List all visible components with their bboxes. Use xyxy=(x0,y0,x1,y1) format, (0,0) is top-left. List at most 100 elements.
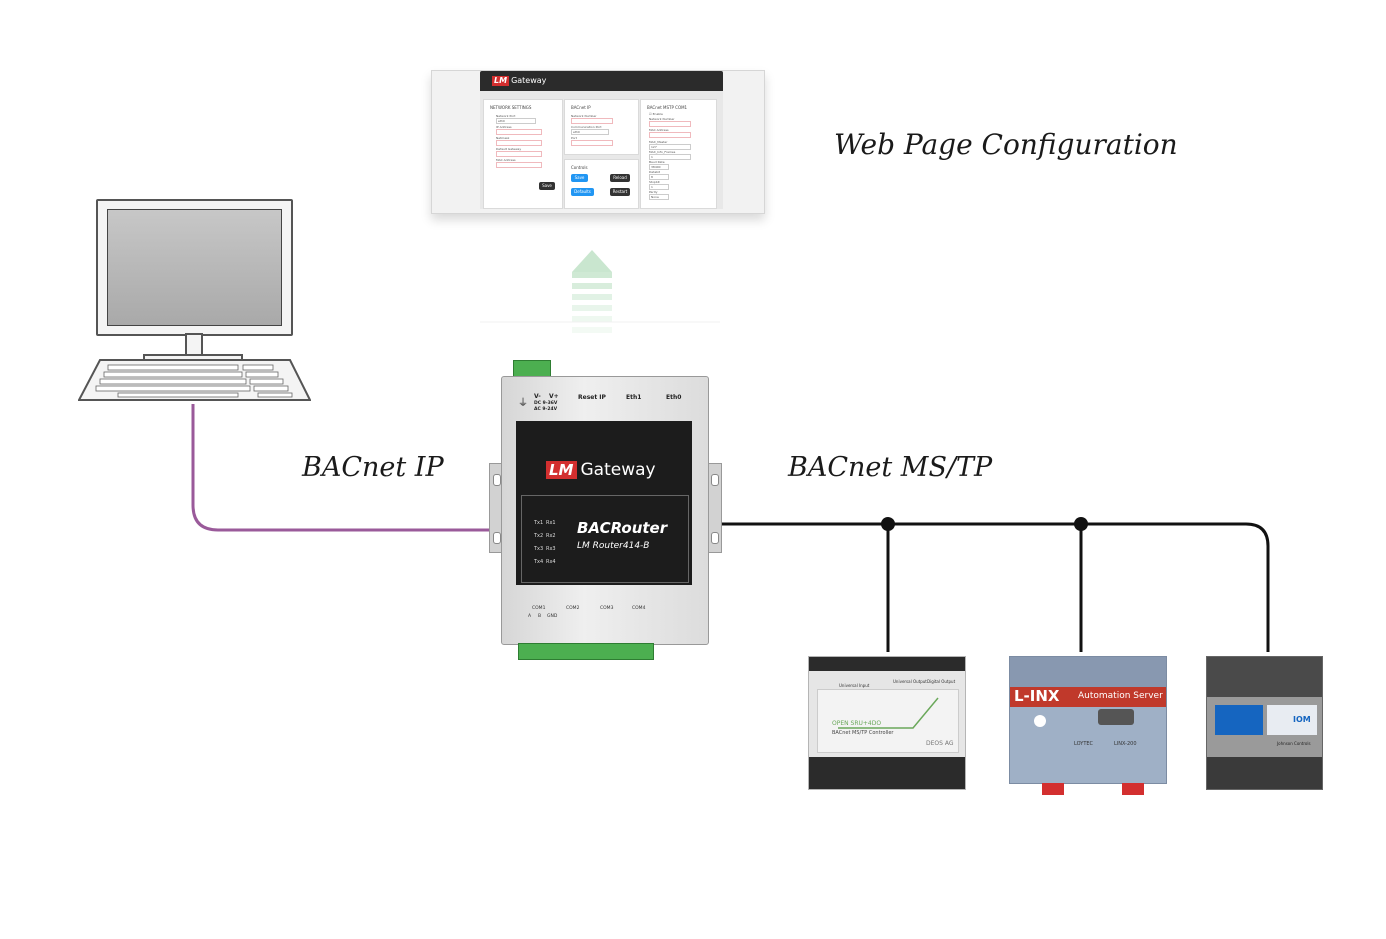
led-rx3: Rx3 xyxy=(546,546,556,552)
parity-select[interactable]: None xyxy=(649,194,669,200)
led-rx4: Rx4 xyxy=(546,559,556,565)
mac-address-field[interactable] xyxy=(496,162,542,168)
pin-b: B xyxy=(538,614,542,619)
communication-port-select[interactable]: eth0 xyxy=(571,129,609,135)
ip-address-label: IP Address xyxy=(496,125,512,129)
led-tx4: Tx4 xyxy=(534,559,544,565)
iom-top-terminals xyxy=(1207,657,1322,697)
router-label-frame: Tx1 Rx1 Tx2 Rx2 Tx3 Rx3 Tx4 Rx4 BACRoute… xyxy=(521,495,689,583)
network-settings-title: NETWORK SETTINGS xyxy=(490,105,532,110)
iom-bottom-terminals xyxy=(1207,757,1322,789)
linx-serial-port xyxy=(1098,709,1134,725)
controls-save-button[interactable]: Save xyxy=(571,174,588,182)
network-settings-panel: NETWORK SETTINGS Network Port eth0 IP Ad… xyxy=(483,99,563,209)
network-port-label: Network Port xyxy=(496,114,516,118)
network-port-select[interactable]: eth0 xyxy=(496,118,536,124)
linx-red-band xyxy=(1010,687,1166,707)
power-terminal xyxy=(513,360,551,377)
enable-text: Enable xyxy=(652,112,663,116)
router-model: LM Router414-B xyxy=(577,541,650,551)
baud-rate-value: 38400 xyxy=(651,165,661,169)
led-tx3: Tx3 xyxy=(534,546,544,552)
max-info-frames-value: 1 xyxy=(651,155,653,159)
com3-label: COM3 xyxy=(600,606,614,611)
baud-rate-select[interactable]: 38400 xyxy=(649,164,669,170)
netmask-field[interactable] xyxy=(496,140,542,146)
led-tx1: Tx1 xyxy=(534,520,544,526)
router-mount-right xyxy=(707,463,722,553)
bacnet-mstp-title: BACnet MSTP COM1 xyxy=(647,105,688,110)
stopbit-select[interactable]: 1 xyxy=(649,184,669,190)
deos-universal-output: Universal Output xyxy=(893,679,927,684)
com4-label: COM4 xyxy=(632,606,646,611)
netmask-label: Netmask xyxy=(496,136,510,140)
databit-value: 8 xyxy=(651,175,653,179)
max-master-field[interactable]: 127 xyxy=(649,144,691,150)
mstp-network-number-field[interactable] xyxy=(649,121,691,127)
network-save-button[interactable]: Save xyxy=(539,182,555,190)
controls-title: Controls xyxy=(571,165,588,170)
power-pos: V+ xyxy=(549,393,559,400)
mount-slot xyxy=(711,532,719,544)
reload-button[interactable]: Reload xyxy=(610,174,630,182)
deos-top-terminals xyxy=(809,657,965,671)
router-logo: LM Gateway xyxy=(546,461,656,479)
deos-bottom-terminals xyxy=(809,757,965,789)
router-logo-lm: LM xyxy=(546,461,577,479)
eth1-label: Eth1 xyxy=(626,394,642,401)
bacnet-mstp-panel: BACnet MSTP COM1 ☑ Enable Network Number… xyxy=(640,99,717,209)
linx-connector-right xyxy=(1122,783,1144,795)
ground-icon: ⏚ xyxy=(518,398,528,409)
web-page-configuration-label: Web Page Configuration xyxy=(834,128,1178,161)
iom-label: IOM xyxy=(1293,715,1311,724)
linx-connector-left xyxy=(1042,783,1064,795)
deos-brand-line: OPEN SRU+4DO xyxy=(832,720,882,727)
iom-display xyxy=(1215,705,1263,735)
com-terminal-block xyxy=(518,643,654,660)
port-field[interactable] xyxy=(571,140,613,146)
led-rx1: Rx1 xyxy=(546,520,556,526)
pin-gnd: GND xyxy=(547,614,558,619)
mac-address-label: MAC Address xyxy=(496,158,516,162)
restart-button[interactable]: Restart xyxy=(610,188,630,196)
linx-knob-icon xyxy=(1034,715,1046,727)
arrow-up-icon xyxy=(480,250,720,333)
router-front-panel: LM Gateway Tx1 Rx1 Tx2 Rx2 Tx3 Rx3 Tx4 R… xyxy=(516,421,692,585)
default-gateway-field[interactable] xyxy=(496,151,542,157)
com2-label: COM2 xyxy=(566,606,580,611)
max-info-frames-field[interactable]: 1 xyxy=(649,154,691,160)
lm-router-device: ⏚ V- V+ DC 9-36V AC 9-24V Reset IP Eth1 … xyxy=(501,376,709,645)
iom-label-panel: IOM xyxy=(1267,705,1317,735)
communication-port-value: eth0 xyxy=(573,130,580,134)
bacnet-ip-panel: BACnet IP Network Number Communication P… xyxy=(564,99,639,155)
deos-maker: DEOS AG xyxy=(926,740,954,747)
linx-top xyxy=(1010,657,1166,687)
network-number-field[interactable] xyxy=(571,118,613,124)
bus-junction-2 xyxy=(1074,517,1088,531)
databit-select[interactable]: 8 xyxy=(649,174,669,180)
mount-slot xyxy=(493,532,501,544)
router-top-labels: ⏚ V- V+ DC 9-36V AC 9-24V Reset IP Eth1 … xyxy=(516,389,694,421)
johnson-controls-iom-device: IOM Johnson Controls xyxy=(1206,656,1323,790)
mstp-mac-address-field[interactable] xyxy=(649,132,691,138)
router-logo-text: Gateway xyxy=(580,460,656,480)
com1-label: COM1 xyxy=(532,606,546,611)
databit-label: Databit xyxy=(649,170,661,174)
parity-value: None xyxy=(651,195,659,199)
web-header: LM Gateway xyxy=(480,71,723,91)
ip-address-field[interactable] xyxy=(496,129,542,135)
linx-title: Automation Server xyxy=(1078,691,1163,701)
deos-digital-output: Digital Output xyxy=(927,679,956,684)
network-number-label: Network Number xyxy=(571,114,597,118)
defaults-button[interactable]: Defaults xyxy=(571,188,594,196)
router-product-name: BACRouter xyxy=(577,519,668,537)
network-port-value: eth0 xyxy=(498,119,505,123)
max-master-value: 127 xyxy=(651,145,657,149)
power-neg: V- xyxy=(534,393,541,400)
stopbit-label: Stopbit xyxy=(649,180,660,184)
max-info-frames-label: MAX_Info_Frames xyxy=(649,150,676,154)
loytec-linx-device: L-INX Automation Server LOYTEC LINX-200 xyxy=(1009,656,1167,784)
led-tx2: Tx2 xyxy=(534,533,544,539)
keyboard-icon xyxy=(78,359,311,401)
bacnet-ip-label: BACnet IP xyxy=(302,452,444,483)
